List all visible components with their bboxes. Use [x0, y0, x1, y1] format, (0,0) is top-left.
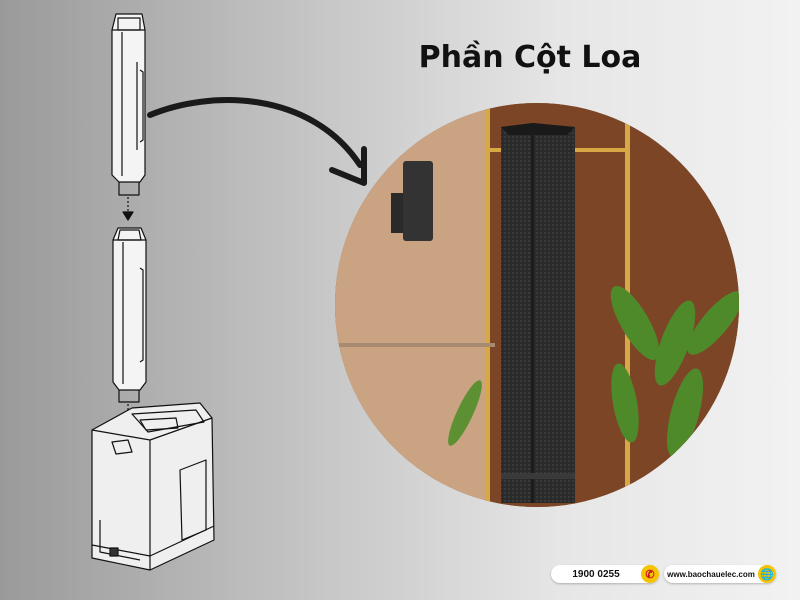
- globe-icon: 🌐: [758, 565, 776, 583]
- page-title: Phần Cột Loa: [418, 40, 642, 75]
- subwoofer-base-drawing: [91, 402, 215, 571]
- hotline-number: 1900 0255: [572, 568, 620, 580]
- phone-icon: ✆: [641, 565, 659, 583]
- hotline-badge[interactable]: 1900 0255 ✆: [551, 565, 659, 583]
- lower-column-drawing: [112, 227, 147, 403]
- curved-arrow-icon: [147, 97, 367, 186]
- column-speaker-photo: [335, 103, 739, 507]
- speaker-assembly-diagram: [91, 13, 215, 571]
- upper-column-drawing: [111, 13, 146, 196]
- website-url: www.baochauelec.com: [667, 569, 755, 579]
- website-badge[interactable]: www.baochauelec.com 🌐: [664, 565, 776, 583]
